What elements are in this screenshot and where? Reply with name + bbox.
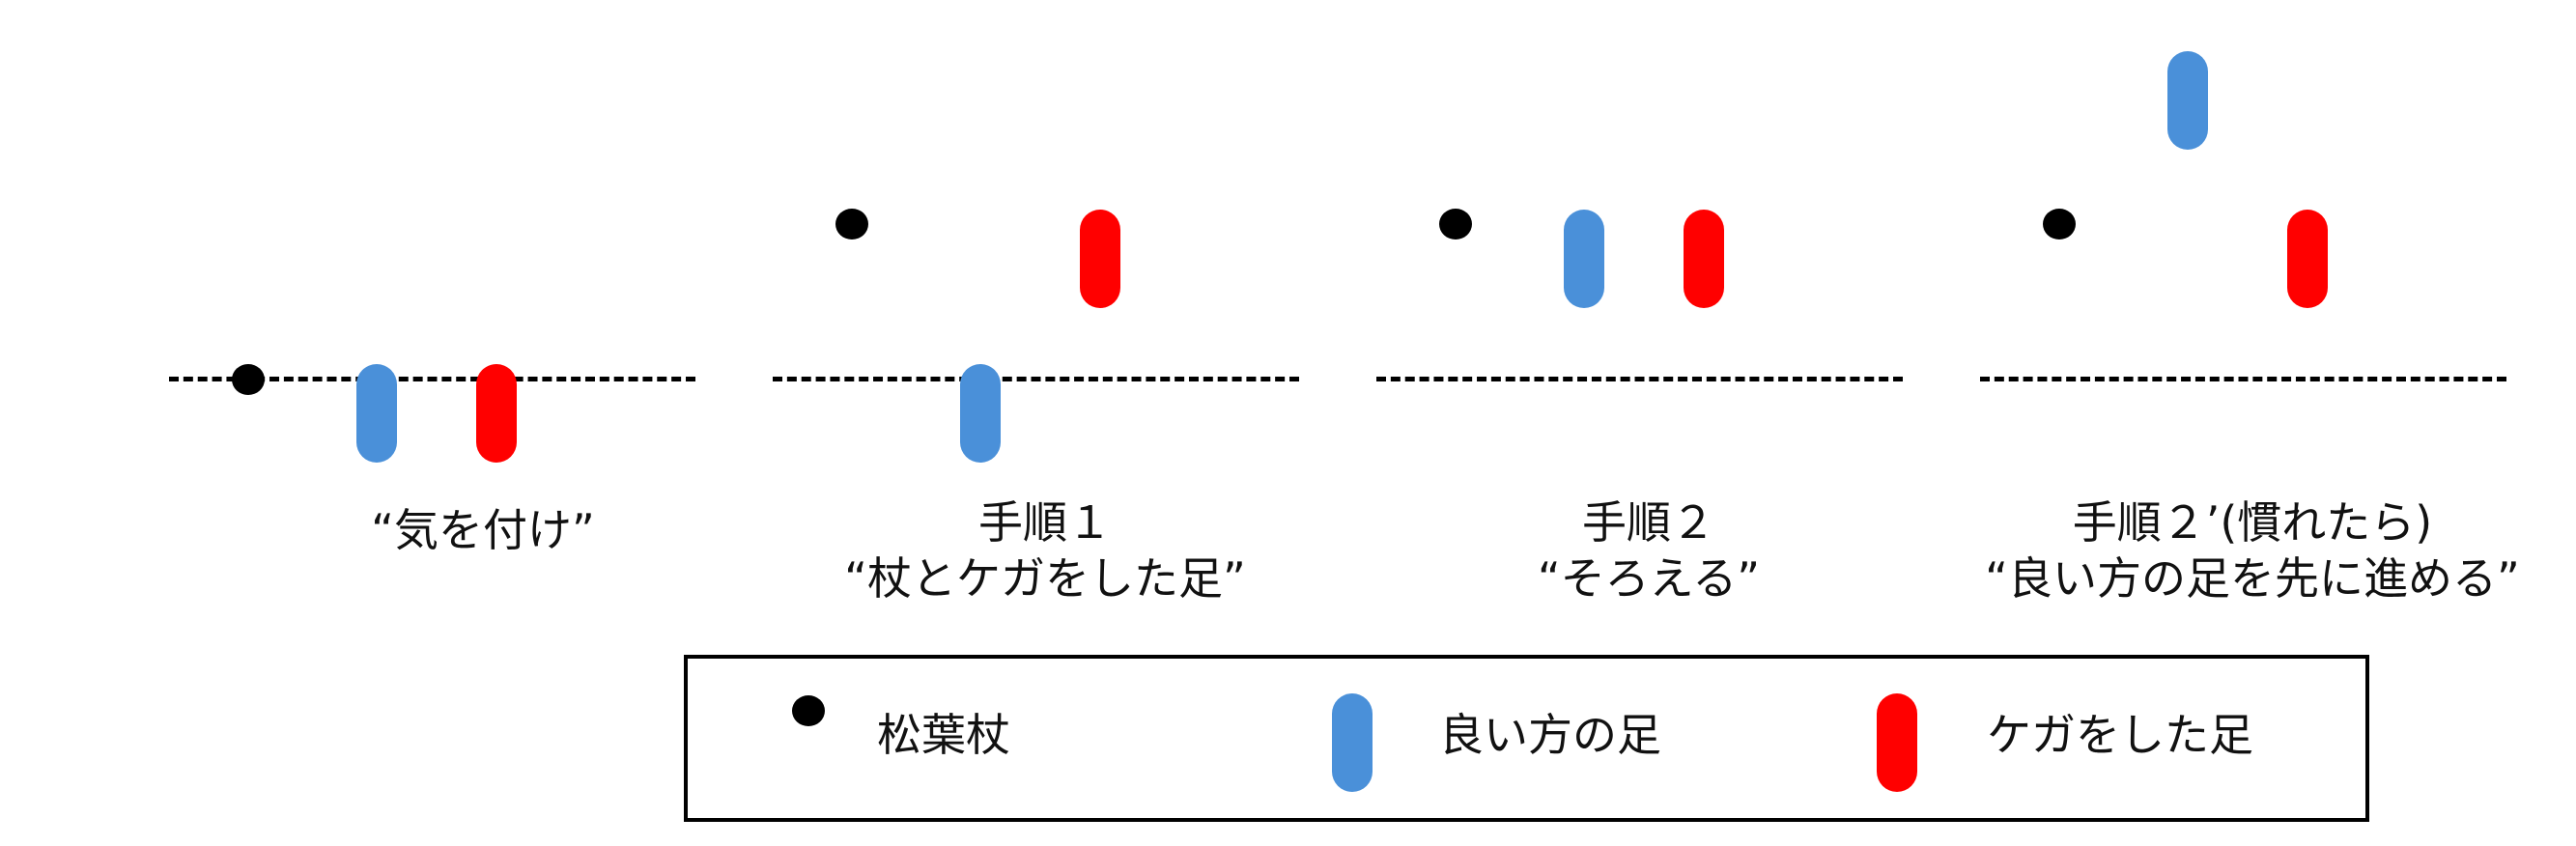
good-foot <box>1564 210 1604 308</box>
legend-crutch-dot <box>792 695 825 726</box>
step-subtitle: “良い方の足を先に進める” <box>1985 552 2520 605</box>
crutch-dot <box>2043 209 2076 240</box>
legend-good-foot-label: 良い方の足 <box>1439 709 1661 761</box>
injured-foot <box>476 364 517 463</box>
injured-foot <box>2287 210 2328 308</box>
good-foot <box>356 364 397 463</box>
step-label-1: 手順１ “杖とケガをした足” <box>755 494 1335 606</box>
step-subtitle: “そろえる” <box>1537 552 1761 605</box>
step-subtitle: “杖とケガをした足” <box>844 552 1246 605</box>
step-title: 手順２’(慣れたら) <box>2072 496 2433 549</box>
legend: 松葉杖 良い方の足 ケガをした足 <box>684 655 2369 822</box>
injured-foot <box>1684 210 1724 308</box>
step-title: 手順１ <box>978 496 1112 549</box>
crutch-dot <box>1439 209 1472 240</box>
injured-foot <box>1080 210 1120 308</box>
baseline <box>1980 377 2506 381</box>
legend-crutch-label: 松葉杖 <box>877 709 1010 761</box>
baseline <box>773 377 1299 381</box>
good-foot <box>960 364 1001 463</box>
legend-good-foot <box>1332 693 1373 792</box>
step-label-2-prime: 手順２’(慣れたら) “良い方の足を先に進める” <box>1943 494 2562 606</box>
legend-injured-foot <box>1877 693 1917 792</box>
good-foot <box>2167 51 2208 150</box>
step-label-2: 手順２ “そろえる” <box>1359 494 1939 606</box>
step-label-attention: “気を付け” <box>193 502 773 558</box>
crutch-dot <box>232 364 265 395</box>
step-title: “気を付け” <box>371 504 595 556</box>
step-title: 手順２ <box>1582 496 1715 549</box>
baseline <box>169 377 695 381</box>
baseline <box>1376 377 1903 381</box>
crutch-dot <box>835 209 868 240</box>
legend-injured-foot-label: ケガをした足 <box>1987 709 2253 761</box>
